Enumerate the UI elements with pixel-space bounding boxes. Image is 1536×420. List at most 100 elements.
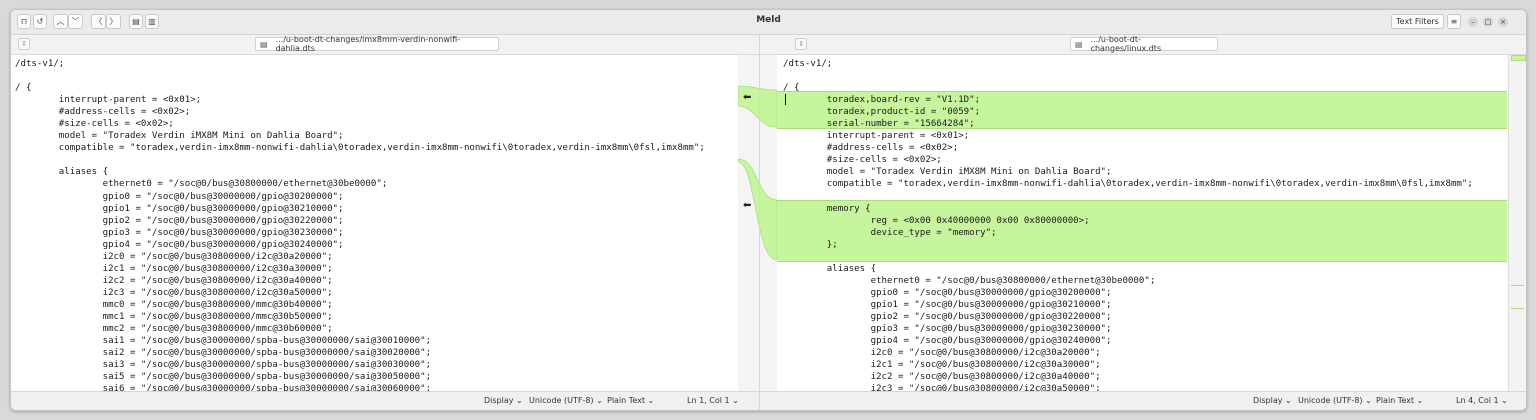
right-code: /dts-v1/; / { toradex,board-rev = "V1.1D… — [783, 58, 1473, 391]
window-title: Meld — [756, 15, 781, 25]
code-line: ethernet0 = "/soc@0/bus@30800000/etherne… — [15, 179, 388, 190]
code-line: i2c0 = "/soc@0/bus@30800000/i2c@30a20000… — [783, 348, 1101, 359]
code-line: model = "Toradex Verdin iMX8M Mini on Da… — [783, 167, 1112, 178]
code-line: }; — [783, 239, 838, 250]
code-line: sai1 = "/soc@0/bus@30000000/spba-bus@300… — [15, 336, 432, 347]
code-line: gpio4 = "/soc@0/bus@30000000/gpio@302400… — [783, 336, 1112, 347]
right-file-chooser[interactable]: ▤ .../u-boot-dt-changes/linux.dts — [1070, 35, 1218, 53]
code-line: model = "Toradex Verdin iMX8M Mini on Da… — [15, 131, 344, 142]
code-line: compatible = "toradex,verdin-imx8mm-nonw… — [783, 179, 1473, 190]
highlight-border — [777, 200, 1507, 201]
code-line: i2c2 = "/soc@0/bus@30800000/i2c@30a40000… — [15, 275, 333, 286]
code-line: #size-cells = <0x02>; — [783, 155, 942, 166]
code-line: toradex,board-rev = "V1.1D"; — [783, 95, 981, 106]
highlight-border — [777, 128, 1507, 129]
code-line: / { — [783, 83, 800, 94]
file-menu-icon[interactable]: ⊓ — [17, 14, 31, 29]
code-line: gpio2 = "/soc@0/bus@30000000/gpio@302200… — [15, 215, 344, 226]
code-line: aliases { — [783, 263, 877, 274]
code-line: sai6 = "/soc@0/bus@30000000/spba-bus@300… — [15, 384, 432, 391]
syntax-dropdown[interactable]: Plain Text ⌄ — [607, 396, 655, 405]
code-line: /dts-v1/; — [15, 59, 65, 69]
diff-overview-map[interactable] — [1508, 55, 1526, 391]
diff-link-curves — [737, 85, 778, 261]
previous-conflict-icon[interactable]: 〈 — [91, 14, 106, 29]
code-line: i2c1 = "/soc@0/bus@30800000/i2c@30a30000… — [783, 360, 1101, 371]
overview-chunk — [1511, 285, 1524, 286]
left-save-icon[interactable]: ⇩ — [18, 38, 30, 50]
syntax-dropdown[interactable]: Plain Text ⌄ — [1376, 396, 1424, 405]
right-status-bar: Display ⌄ Unicode (UTF-8) ⌄ Plain Text ⌄… — [760, 391, 1526, 410]
history-icon[interactable]: ↺ — [33, 14, 47, 29]
code-line: mmc0 = "/soc@0/bus@30800000/mmc@30b40000… — [15, 299, 333, 310]
code-line: #address-cells = <0x02>; — [783, 143, 959, 154]
code-line: aliases { — [15, 167, 109, 178]
left-status-bar: Display ⌄ Unicode (UTF-8) ⌄ Plain Text ⌄… — [11, 391, 759, 410]
code-line: i2c1 = "/soc@0/bus@30800000/i2c@30a30000… — [15, 263, 333, 274]
push-change-arrow-icon[interactable]: ⬅ — [743, 92, 752, 103]
code-line: sai2 = "/soc@0/bus@30000000/spba-bus@300… — [15, 348, 432, 359]
code-line: #address-cells = <0x02>; — [15, 107, 191, 118]
right-file-bar: ⇩ ▤ .../u-boot-dt-changes/linux.dts — [760, 35, 1526, 55]
code-line: ethernet0 = "/soc@0/bus@30800000/etherne… — [783, 275, 1156, 286]
code-line: gpio1 = "/soc@0/bus@30000000/gpio@302100… — [783, 299, 1112, 310]
code-line: gpio3 = "/soc@0/bus@30000000/gpio@302300… — [783, 324, 1112, 335]
right-text-pane[interactable]: /dts-v1/; / { toradex,board-rev = "V1.1D… — [777, 55, 1507, 391]
code-line: i2c0 = "/soc@0/bus@30800000/i2c@30a20000… — [15, 251, 333, 262]
code-line: interrupt-parent = <0x01>; — [15, 95, 202, 106]
right-save-icon[interactable]: ⇩ — [795, 38, 807, 50]
code-line: /dts-v1/; — [783, 59, 833, 69]
highlight-border — [777, 261, 1507, 262]
file-icon: ▤ — [260, 39, 268, 49]
display-dropdown[interactable]: Display ⌄ — [1253, 396, 1292, 405]
save-all-icon[interactable]: ▥ — [145, 14, 159, 29]
save-icon[interactable]: ▤ — [129, 14, 143, 29]
left-file-chooser[interactable]: ▤ .../u-boot-dt-changes/imx8mm-verdin-no… — [255, 35, 499, 53]
file-icon: ▤ — [1075, 39, 1083, 49]
push-change-arrow-icon[interactable]: ⬅ — [743, 200, 752, 211]
encoding-dropdown[interactable]: Unicode (UTF-8) ⌄ — [529, 396, 603, 405]
cursor-position[interactable]: Ln 1, Col 1 ⌄ — [687, 396, 739, 405]
encoding-dropdown[interactable]: Unicode (UTF-8) ⌄ — [1298, 396, 1372, 405]
code-line: sai3 = "/soc@0/bus@30000000/spba-bus@300… — [15, 360, 432, 371]
code-line: / { — [15, 83, 32, 94]
next-change-icon[interactable]: ﹀ — [68, 14, 83, 29]
insert-highlight — [777, 91, 1507, 128]
code-line: gpio0 = "/soc@0/bus@30000000/gpio@302000… — [783, 287, 1112, 298]
header-bar: ⊓ ↺ ︿ ﹀ 〈 〉 ▤ ▥ Meld Text Filters ≡ – □ … — [11, 10, 1526, 35]
code-line: gpio3 = "/soc@0/bus@30000000/gpio@302300… — [15, 227, 344, 238]
code-line: device_type = "memory"; — [783, 227, 997, 238]
overview-chunk — [1511, 55, 1526, 61]
minimize-icon[interactable]: – — [1468, 17, 1478, 27]
code-line: i2c2 = "/soc@0/bus@30800000/i2c@30a40000… — [783, 372, 1101, 383]
left-file-path: .../u-boot-dt-changes/imx8mm-verdin-nonw… — [275, 35, 461, 53]
pane-separator — [759, 35, 760, 410]
code-line: #size-cells = <0x02>; — [15, 119, 174, 130]
code-line: mmc2 = "/soc@0/bus@30800000/mmc@30b60000… — [15, 324, 333, 335]
hamburger-menu-icon[interactable]: ≡ — [1447, 14, 1461, 29]
link-map: ⬅ ⬅ — [737, 55, 778, 391]
code-line: serial-number = "15664284"; — [783, 119, 975, 130]
display-dropdown[interactable]: Display ⌄ — [484, 396, 523, 405]
text-filters-button[interactable]: Text Filters — [1391, 14, 1444, 29]
cursor-position[interactable]: Ln 4, Col 1 ⌄ — [1456, 396, 1508, 405]
previous-change-icon[interactable]: ︿ — [53, 14, 68, 29]
highlight-border — [777, 91, 1507, 92]
maximize-icon[interactable]: □ — [1483, 17, 1493, 27]
text-cursor — [785, 94, 786, 105]
left-text-pane[interactable]: /dts-v1/; / { interrupt-parent = <0x01>;… — [11, 55, 738, 391]
code-line: interrupt-parent = <0x01>; — [783, 131, 970, 142]
overview-chunk — [1511, 308, 1524, 309]
next-conflict-icon[interactable]: 〉 — [106, 14, 121, 29]
close-icon[interactable]: × — [1498, 17, 1508, 27]
code-line: reg = <0x00 0x40000000 0x00 0x80000000>; — [783, 215, 1090, 226]
code-line: gpio2 = "/soc@0/bus@30000000/gpio@302200… — [783, 311, 1112, 322]
code-line: compatible = "toradex,verdin-imx8mm-nonw… — [15, 143, 705, 154]
code-line: gpio4 = "/soc@0/bus@30000000/gpio@302400… — [15, 239, 344, 250]
insert-highlight — [777, 200, 1507, 261]
code-line: mmc1 = "/soc@0/bus@30800000/mmc@30b50000… — [15, 311, 333, 322]
code-line: gpio0 = "/soc@0/bus@30000000/gpio@302000… — [15, 191, 344, 202]
code-line: i2c3 = "/soc@0/bus@30800000/i2c@30a50000… — [783, 384, 1101, 391]
right-file-path: .../u-boot-dt-changes/linux.dts — [1090, 35, 1162, 53]
left-code: /dts-v1/; / { interrupt-parent = <0x01>;… — [15, 58, 705, 391]
